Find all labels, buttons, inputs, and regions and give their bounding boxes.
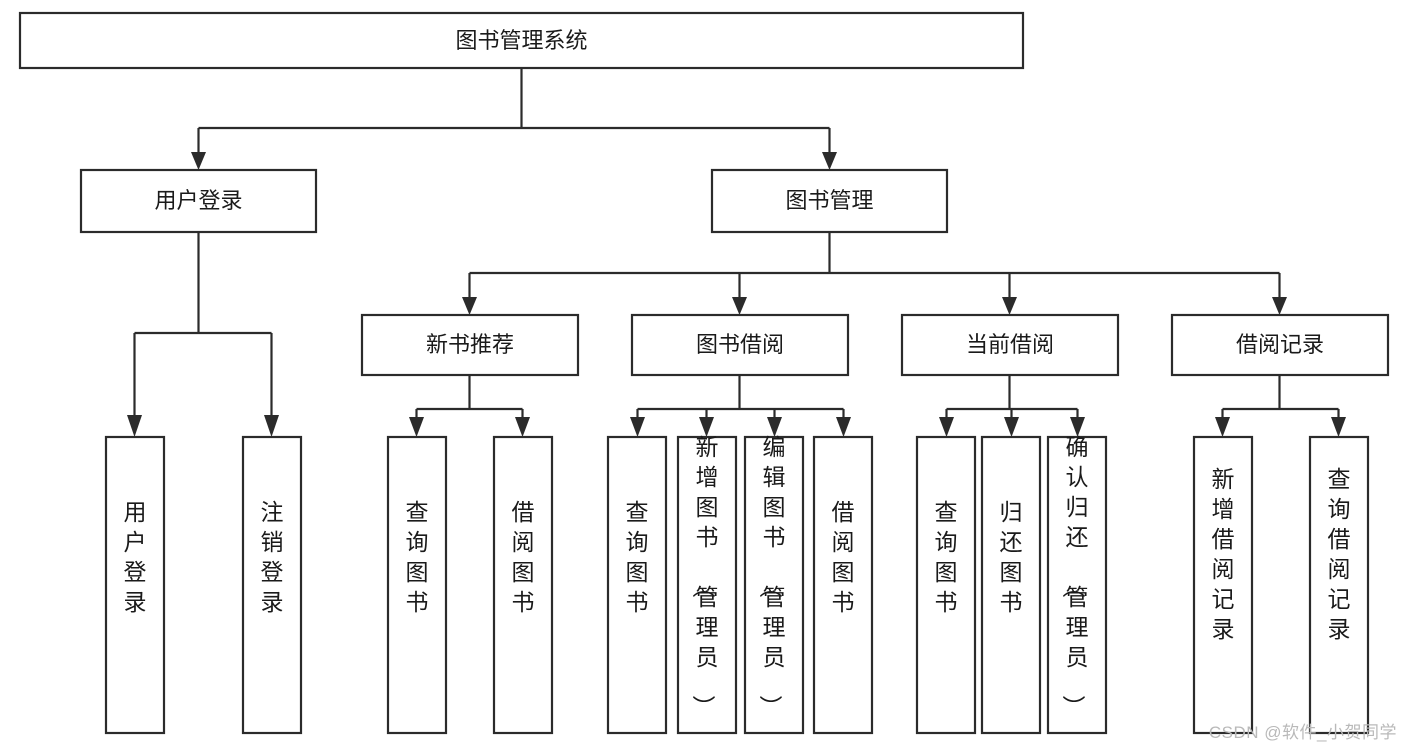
connector-group-new-book-recommend-leaves — [409, 375, 530, 437]
connector-group-user-login-leaves — [127, 232, 279, 437]
arrow-head-icon — [127, 415, 142, 437]
arrow-head-icon — [1272, 297, 1287, 315]
arrow-head-icon — [191, 152, 206, 170]
node-leaf-query-book-2-label: 查询图书 — [626, 499, 649, 615]
node-leaf-query-record-label: 查询借阅记录 — [1328, 466, 1351, 642]
arrow-head-icon — [836, 417, 851, 437]
node-leaf-query-book-1[interactable]: 查询图书 — [386, 435, 448, 735]
node-root[interactable]: 图书管理系统 — [18, 11, 1025, 70]
arrow-head-icon — [822, 152, 837, 170]
node-current-borrow[interactable]: 当前借阅 — [900, 313, 1120, 377]
watermark-text: CSDN @软件_小贺同学 — [1208, 723, 1397, 742]
connector-group-book-manage-to-level3 — [462, 232, 1287, 315]
node-leaf-borrow-book-2-box[interactable] — [812, 435, 874, 735]
arrow-head-icon — [630, 417, 645, 437]
connector-group-current-borrow-leaves — [939, 375, 1085, 437]
arrow-head-icon — [1070, 417, 1085, 437]
node-leaf-edit-book[interactable]: 编辑图书（管理员） — [743, 434, 805, 735]
arrow-head-icon — [264, 415, 279, 437]
node-leaf-borrow-book-1[interactable]: 借阅图书 — [492, 435, 554, 735]
node-leaf-user-logout-label: 注销登录 — [261, 499, 284, 615]
node-leaf-add-book-label: 新增图书（管理员） — [691, 434, 719, 718]
node-leaf-borrow-book-1-box[interactable] — [492, 435, 554, 735]
node-user-login-label: 用户登录 — [154, 188, 242, 213]
node-leaf-user-logout[interactable]: 注销登录 — [241, 435, 303, 735]
node-new-book-recommend-label: 新书推荐 — [426, 332, 514, 357]
node-book-borrow-box[interactable] — [630, 313, 850, 377]
node-leaf-query-book-3-box[interactable] — [915, 435, 977, 735]
arrow-head-icon — [767, 417, 782, 437]
node-user-login-box[interactable] — [79, 168, 318, 234]
node-leaf-query-record-box[interactable] — [1308, 435, 1370, 735]
node-leaf-return-book[interactable]: 归还图书 — [980, 435, 1042, 735]
node-book-borrow[interactable]: 图书借阅 — [630, 313, 850, 377]
node-leaf-edit-book-label: 编辑图书（管理员） — [758, 434, 786, 718]
node-leaf-query-book-2-box[interactable] — [606, 435, 668, 735]
node-leaf-user-login-label: 用户登录 — [124, 499, 147, 615]
connector-group-book-borrow-leaves — [630, 375, 851, 437]
node-leaf-query-book-2[interactable]: 查询图书 — [606, 435, 668, 735]
node-book-manage-label: 图书管理 — [785, 188, 873, 213]
node-leaf-edit-book-box[interactable] — [743, 435, 805, 735]
node-leaf-confirm-return-box[interactable] — [1046, 435, 1108, 735]
node-leaf-add-book[interactable]: 新增图书（管理员） — [676, 434, 738, 735]
node-root-label: 图书管理系统 — [455, 28, 587, 53]
node-leaf-user-login-box[interactable] — [104, 435, 166, 735]
node-new-book-recommend-box[interactable] — [360, 313, 580, 377]
node-current-borrow-box[interactable] — [900, 313, 1120, 377]
node-leaf-borrow-book-1-label: 借阅图书 — [512, 499, 535, 615]
node-borrow-record[interactable]: 借阅记录 — [1170, 313, 1390, 377]
node-leaf-borrow-book-2[interactable]: 借阅图书 — [812, 435, 874, 735]
node-leaf-query-book-3[interactable]: 查询图书 — [915, 435, 977, 735]
arrow-head-icon — [462, 297, 477, 315]
connector-group-borrow-record-leaves — [1215, 375, 1346, 437]
node-leaf-confirm-return-label: 确认归还（管理员） — [1061, 434, 1089, 718]
node-book-borrow-label: 图书借阅 — [696, 332, 784, 357]
node-leaf-borrow-book-2-label: 借阅图书 — [832, 499, 855, 615]
node-book-manage-box[interactable] — [710, 168, 949, 234]
node-leaf-add-record[interactable]: 新增借阅记录 — [1192, 435, 1254, 735]
arrow-head-icon — [939, 417, 954, 437]
node-root-box[interactable] — [18, 11, 1025, 70]
node-new-book-recommend[interactable]: 新书推荐 — [360, 313, 580, 377]
node-leaf-user-login[interactable]: 用户登录 — [104, 435, 166, 735]
arrow-head-icon — [515, 417, 530, 437]
node-leaf-query-book-3-label: 查询图书 — [935, 499, 958, 615]
node-leaf-query-book-1-box[interactable] — [386, 435, 448, 735]
arrow-head-icon — [732, 297, 747, 315]
node-book-manage[interactable]: 图书管理 — [710, 168, 949, 234]
node-leaf-query-book-1-label: 查询图书 — [406, 499, 429, 615]
node-leaf-confirm-return[interactable]: 确认归还（管理员） — [1046, 434, 1108, 735]
node-borrow-record-label: 借阅记录 — [1236, 332, 1324, 357]
node-leaf-query-record[interactable]: 查询借阅记录 — [1308, 435, 1370, 735]
arrow-head-icon — [1331, 417, 1346, 437]
node-leaf-return-book-box[interactable] — [980, 435, 1042, 735]
arrow-head-icon — [409, 417, 424, 437]
node-leaf-add-record-box[interactable] — [1192, 435, 1254, 735]
arrow-head-icon — [1215, 417, 1230, 437]
node-borrow-record-box[interactable] — [1170, 313, 1390, 377]
node-leaf-add-book-box[interactable] — [676, 435, 738, 735]
arrow-head-icon — [1002, 297, 1017, 315]
node-current-borrow-label: 当前借阅 — [966, 332, 1054, 357]
node-leaf-user-logout-box[interactable] — [241, 435, 303, 735]
arrow-head-icon — [1004, 417, 1019, 437]
arrow-head-icon — [699, 417, 714, 437]
node-user-login[interactable]: 用户登录 — [79, 168, 318, 234]
node-leaf-add-record-label: 新增借阅记录 — [1212, 466, 1235, 642]
node-leaf-return-book-label: 归还图书 — [1000, 499, 1023, 615]
connector-group-root-to-level2 — [191, 68, 837, 170]
